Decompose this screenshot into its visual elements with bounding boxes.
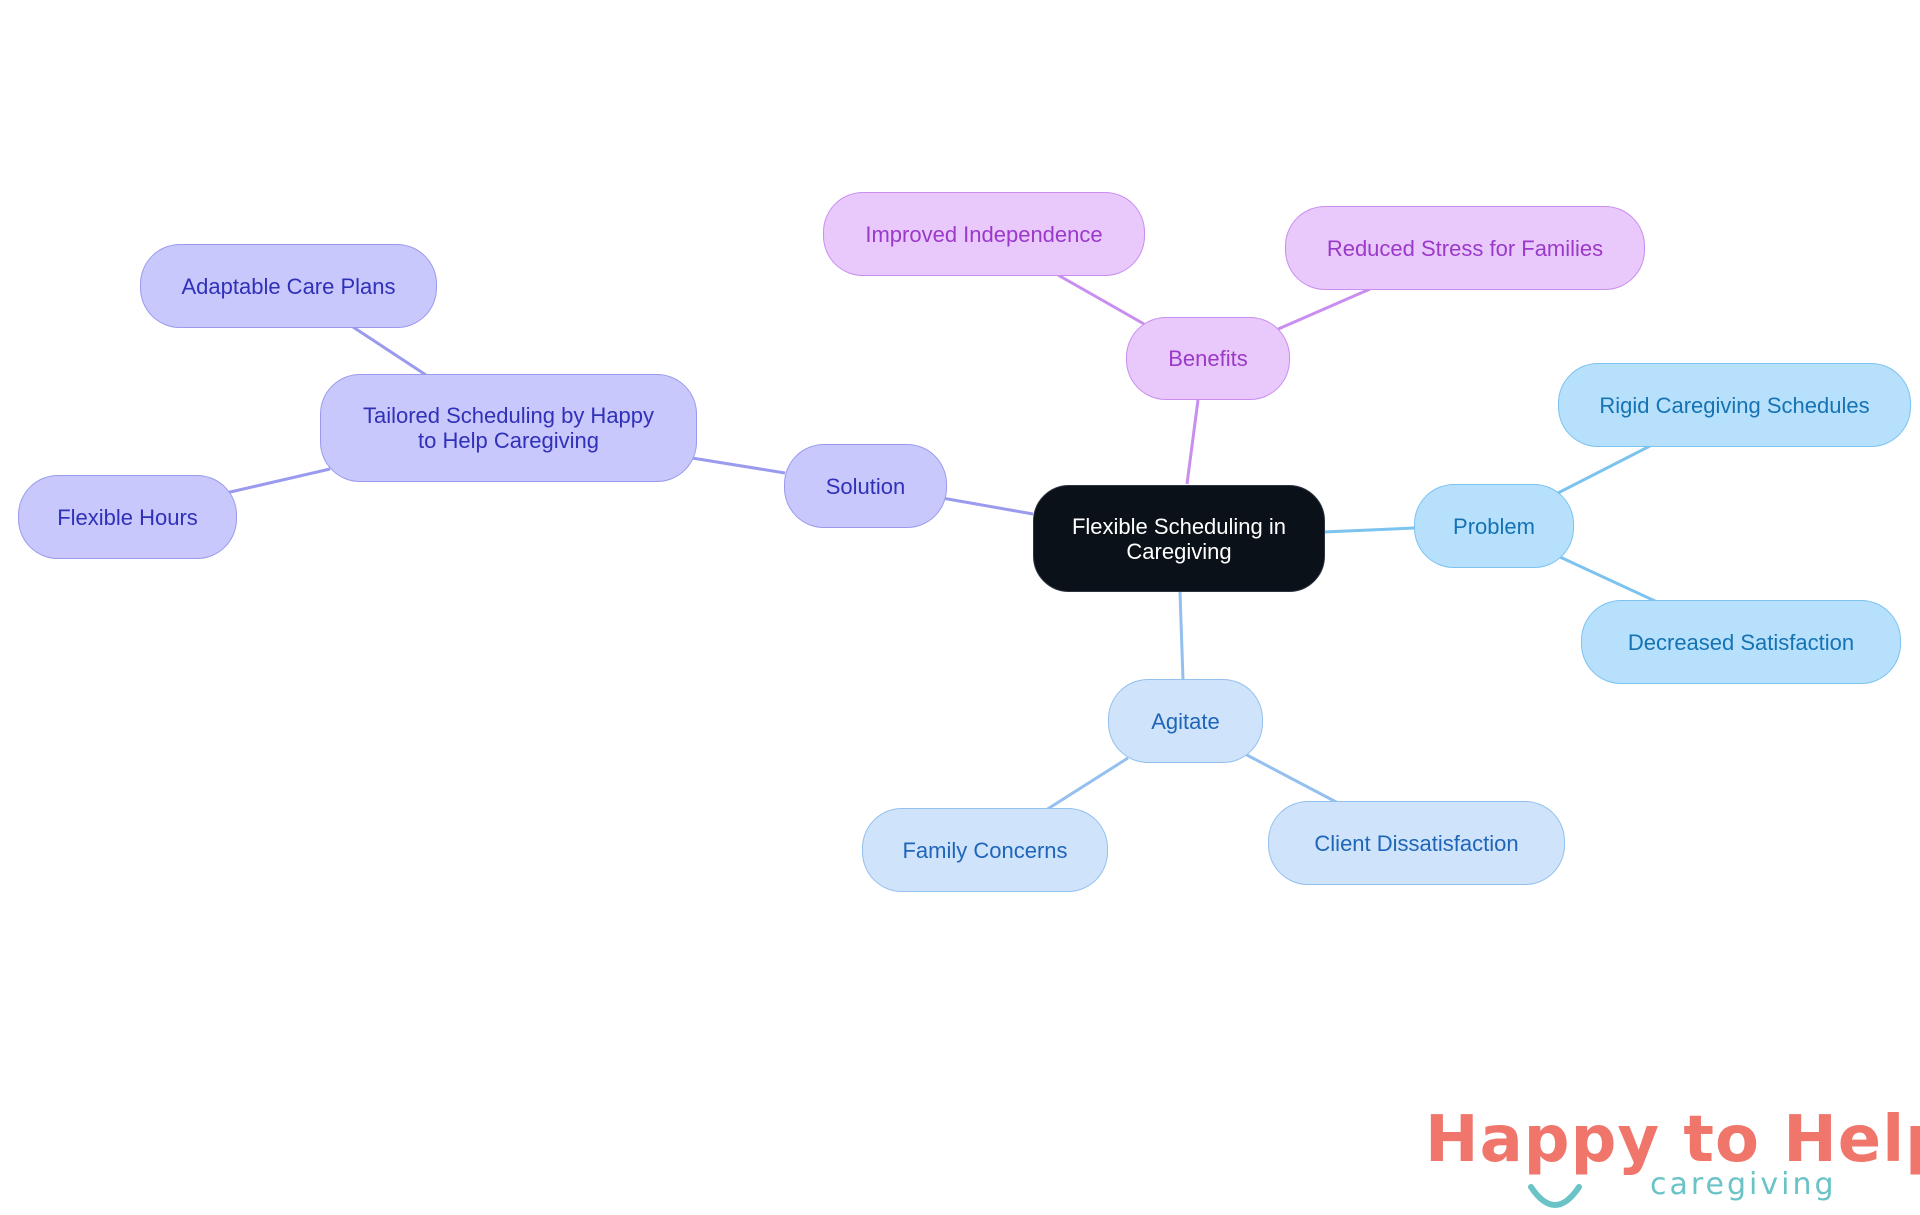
agitate-node: Agitate [1108,679,1263,763]
client-dissatisfaction-node: Client Dissatisfaction [1268,801,1565,885]
logo-wordmark: Happy to Help [1425,1103,1920,1177]
flexible-hours-node: Flexible Hours [18,475,237,559]
happy-to-help-logo: Happy to Help caregiving [1425,1105,1920,1208]
edge-tailored-hours [225,467,331,495]
edge-root-benefits [1185,399,1200,485]
logo-tagline: caregiving [1650,1167,1837,1202]
adaptable-care-plans-node: Adaptable Care Plans [140,244,437,328]
improved-independence-node: Improved Independence [823,192,1145,276]
edge-root-solution [941,496,1034,516]
reduced-stress-node: Reduced Stress for Families [1285,206,1645,290]
root-node: Flexible Scheduling in Caregiving [1033,485,1325,592]
edge-problem-satisfaction [1559,555,1656,603]
family-concerns-node: Family Concerns [862,808,1108,892]
edge-tailored-adaptable [349,323,427,377]
edge-root-agitate [1178,591,1185,681]
benefits-node: Benefits [1126,317,1290,400]
decreased-satisfaction-node: Decreased Satisfaction [1581,600,1901,684]
edge-benefits-stress [1275,287,1371,332]
solution-node: Solution [784,444,947,528]
edge-root-problem [1323,526,1415,534]
smile-icon [1528,1184,1582,1208]
edge-agitate-client [1244,752,1341,806]
tailored-scheduling-node: Tailored Scheduling by Happy to Help Car… [320,374,697,482]
rigid-schedules-node: Rigid Caregiving Schedules [1558,363,1911,447]
problem-node: Problem [1414,484,1574,568]
edge-solution-tailored [691,456,786,475]
edge-benefits-independence [1057,273,1145,326]
edge-agitate-family [1045,756,1129,812]
edge-problem-rigid [1555,443,1653,496]
